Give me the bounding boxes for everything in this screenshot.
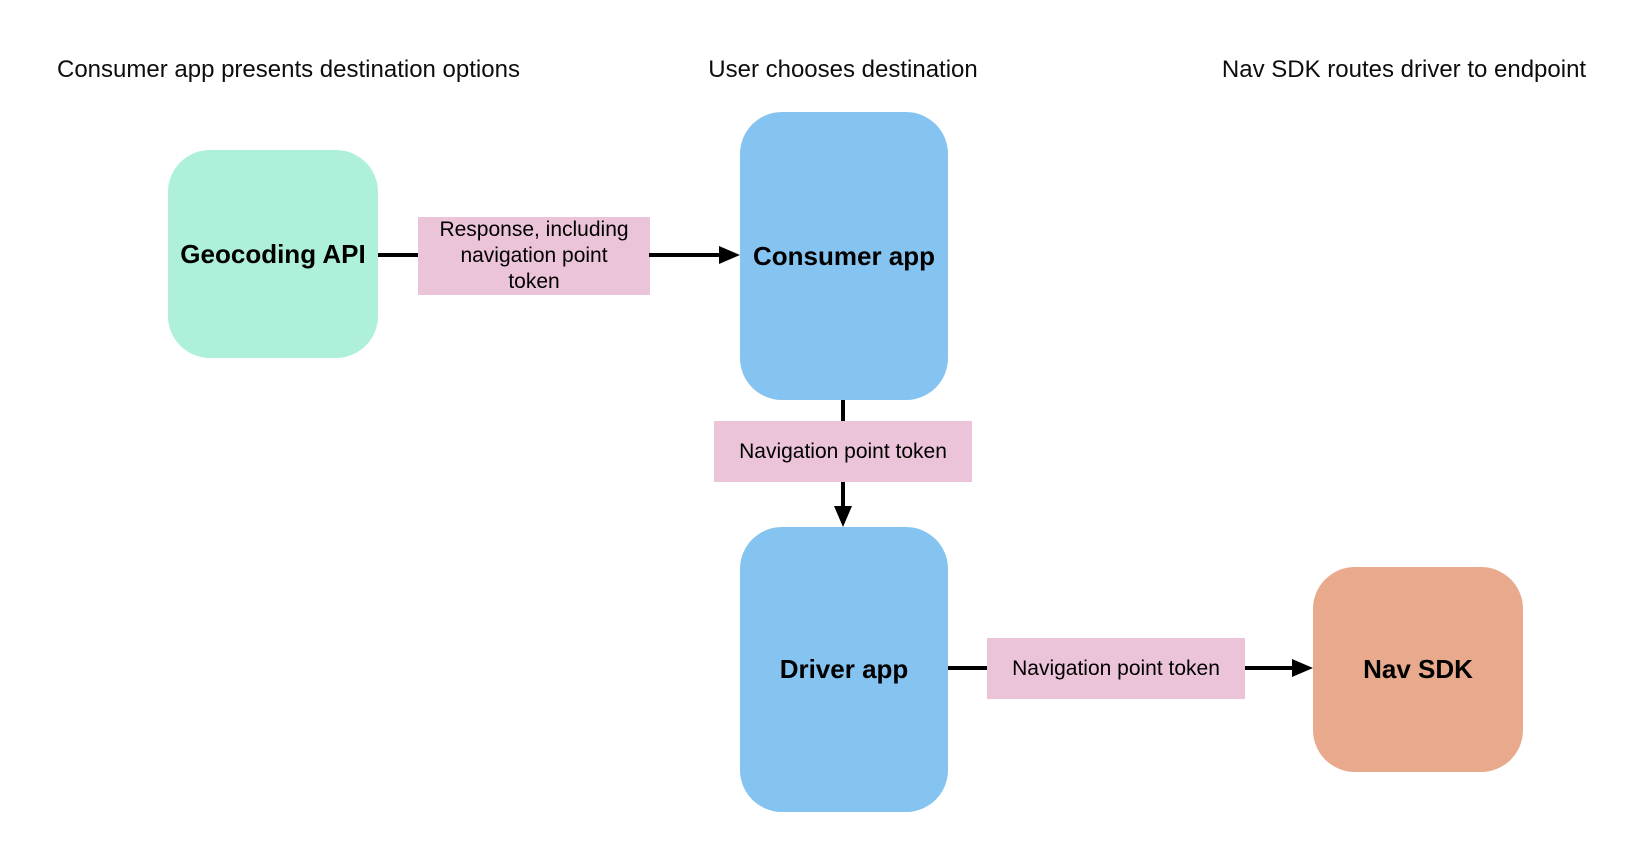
consumer-app-node-label: Consumer app — [752, 240, 936, 271]
arrow-line-consumer-to-token-label — [841, 400, 845, 421]
driver-app-node-label: Driver app — [779, 654, 909, 684]
geocoding-api-node: Geocoding API — [168, 150, 378, 358]
navigation-point-token-label-driver-navsdk-text: Navigation point token — [1012, 656, 1220, 680]
response-token-edge-label-text: Response, including navigation point tok… — [439, 218, 629, 293]
arrow-line-driver-to-token-label — [948, 666, 987, 670]
arrow-line-geocoding-to-response-label — [378, 253, 418, 257]
nav-sdk-node-label: Nav SDK — [1363, 654, 1473, 684]
arrow-line-token-label-to-navsdk — [1245, 666, 1293, 670]
column-header-user-chooses: User chooses destination — [708, 56, 978, 83]
driver-app-node: Driver app — [740, 527, 948, 812]
arrowhead-into-driver-app-icon — [834, 506, 852, 527]
navigation-point-token-label-consumer-driver-text: Navigation point token — [739, 439, 947, 463]
navigation-point-token-label-driver-navsdk: Navigation point token — [987, 638, 1245, 699]
geocoding-api-node-label: Geocoding API — [180, 238, 366, 269]
arrow-line-token-label-to-driver — [841, 482, 845, 507]
arrow-line-response-label-to-consumer — [649, 253, 720, 257]
consumer-app-node: Consumer app — [740, 112, 948, 400]
arrowhead-into-consumer-app-icon — [719, 246, 740, 264]
arrowhead-into-nav-sdk-icon — [1292, 659, 1313, 677]
nav-sdk-node: Nav SDK — [1313, 567, 1523, 772]
navigation-point-token-label-consumer-driver: Navigation point token — [714, 421, 972, 482]
column-header-consumer-presents: Consumer app presents destination option… — [57, 56, 520, 83]
response-token-edge-label: Response, including navigation point tok… — [418, 217, 650, 295]
column-header-navsdk-routes: Nav SDK routes driver to endpoint — [1221, 56, 1587, 83]
